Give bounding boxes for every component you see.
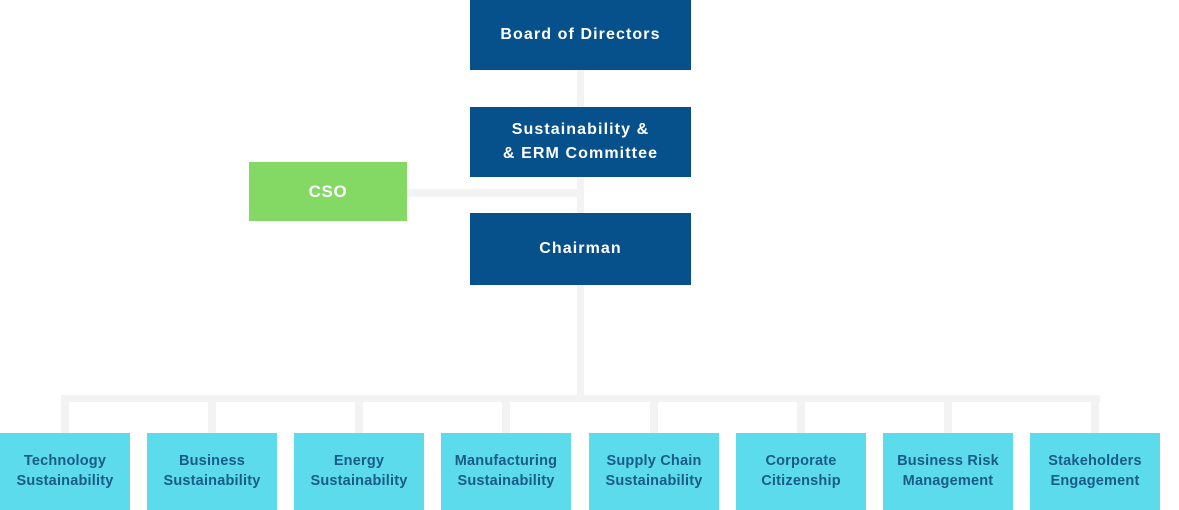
board-label: Board of Directors: [500, 26, 661, 43]
dept-label-line2: Sustainability: [163, 472, 261, 489]
dept-corporate-citizenship: Corporate Citizenship: [736, 433, 866, 510]
dept-label-line2: Sustainability: [310, 472, 408, 489]
dept-label-line1: Supply Chain: [606, 453, 702, 470]
dept-label-line2: Sustainability: [16, 472, 114, 489]
dept-energy-sustainability: Energy Sustainability: [294, 433, 424, 510]
dept-technology-sustainability: Technology Sustainability: [0, 433, 130, 510]
dept-label-line1: Stakeholders: [1048, 453, 1142, 470]
dept-business-sustainability: Business Sustainability: [147, 433, 277, 510]
connector-stub-business-risk: [944, 395, 952, 433]
connector-stub-supply-chain: [650, 395, 658, 433]
connector-chairman-to-rail: [577, 285, 584, 402]
dept-label-line1: Business Risk: [897, 453, 999, 470]
dept-stakeholders-engagement: Stakeholders Engagement: [1030, 433, 1160, 510]
committee-label-line1: Sustainability &: [511, 121, 650, 138]
chairman-label: Chairman: [539, 240, 622, 257]
connector-stub-business: [208, 395, 216, 433]
committee-label-line2: & ERM Committee: [502, 145, 659, 162]
connector-board-to-committee: [577, 70, 584, 107]
connector-stub-stakeholders: [1091, 395, 1099, 433]
dept-label-line2: Sustainability: [605, 472, 703, 489]
dept-label-line1: Corporate: [765, 453, 837, 470]
connector-horizontal-rail: [61, 395, 1100, 402]
dept-label-line2: Management: [902, 472, 994, 489]
node-chairman: Chairman: [470, 213, 691, 285]
dept-manufacturing-sustainability: Manufacturing Sustainability: [441, 433, 571, 510]
dept-business-risk-management: Business Risk Management: [883, 433, 1013, 510]
connector-cso-branch: [406, 189, 584, 197]
connector-stub-technology: [61, 395, 69, 433]
dept-label-line1: Manufacturing: [454, 453, 558, 470]
dept-label-line2: Sustainability: [457, 472, 555, 489]
dept-label-line2: Citizenship: [761, 472, 841, 489]
dept-supply-chain-sustainability: Supply Chain Sustainability: [589, 433, 719, 510]
connector-stub-corporate: [797, 395, 805, 433]
node-cso: CSO: [249, 162, 407, 221]
dept-label-line1: Business: [178, 453, 246, 470]
cso-label: CSO: [308, 181, 348, 201]
dept-label-line1: Energy: [333, 453, 385, 470]
connector-stub-energy: [355, 395, 363, 433]
node-board-of-directors: Board of Directors: [470, 0, 691, 70]
node-sustainability-erm-committee: Sustainability & & ERM Committee: [470, 107, 691, 177]
connector-stub-manufacturing: [502, 395, 510, 433]
dept-label-line2: Engagement: [1050, 472, 1140, 489]
dept-label-line1: Technology: [23, 453, 107, 470]
